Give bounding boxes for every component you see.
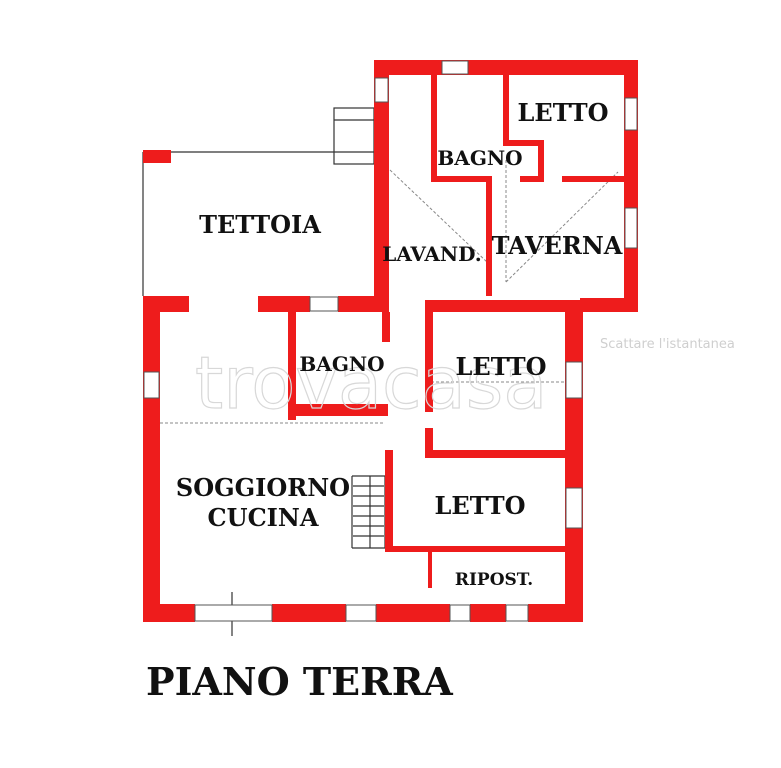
room-label-letto-upper: LETTO	[518, 98, 609, 127]
room-label-soggiorno: SOGGIORNO	[176, 473, 350, 502]
room-label-ripostiglio: RIPOST.	[455, 570, 533, 590]
room-label-cucina: CUCINA	[208, 503, 319, 532]
floor-title: PIANO TERRA	[146, 659, 453, 704]
room-label-taverna: TAVERNA	[492, 231, 623, 260]
room-label-lavanderia: LAVAND.	[382, 242, 481, 266]
room-label-letto-lower: LETTO	[435, 491, 526, 520]
room-labels: TETTOIA BAGNO LETTO LAVAND. TAVERNA BAGN…	[176, 98, 623, 590]
room-label-bagno-middle: BAGNO	[299, 352, 384, 376]
thin-lines	[142, 107, 619, 636]
staircase	[351, 475, 386, 549]
room-label-letto-middle: LETTO	[456, 352, 547, 381]
room-label-bagno-upper: BAGNO	[437, 146, 522, 170]
watermark-hint: Scattare l'istantanea	[600, 337, 735, 352]
watermark-brand: trovacasa	[195, 341, 547, 425]
room-label-tettoia: TETTOIA	[199, 210, 321, 239]
windows	[143, 60, 638, 622]
watermark: trovacasa Scattare l'istantanea	[194, 337, 735, 426]
